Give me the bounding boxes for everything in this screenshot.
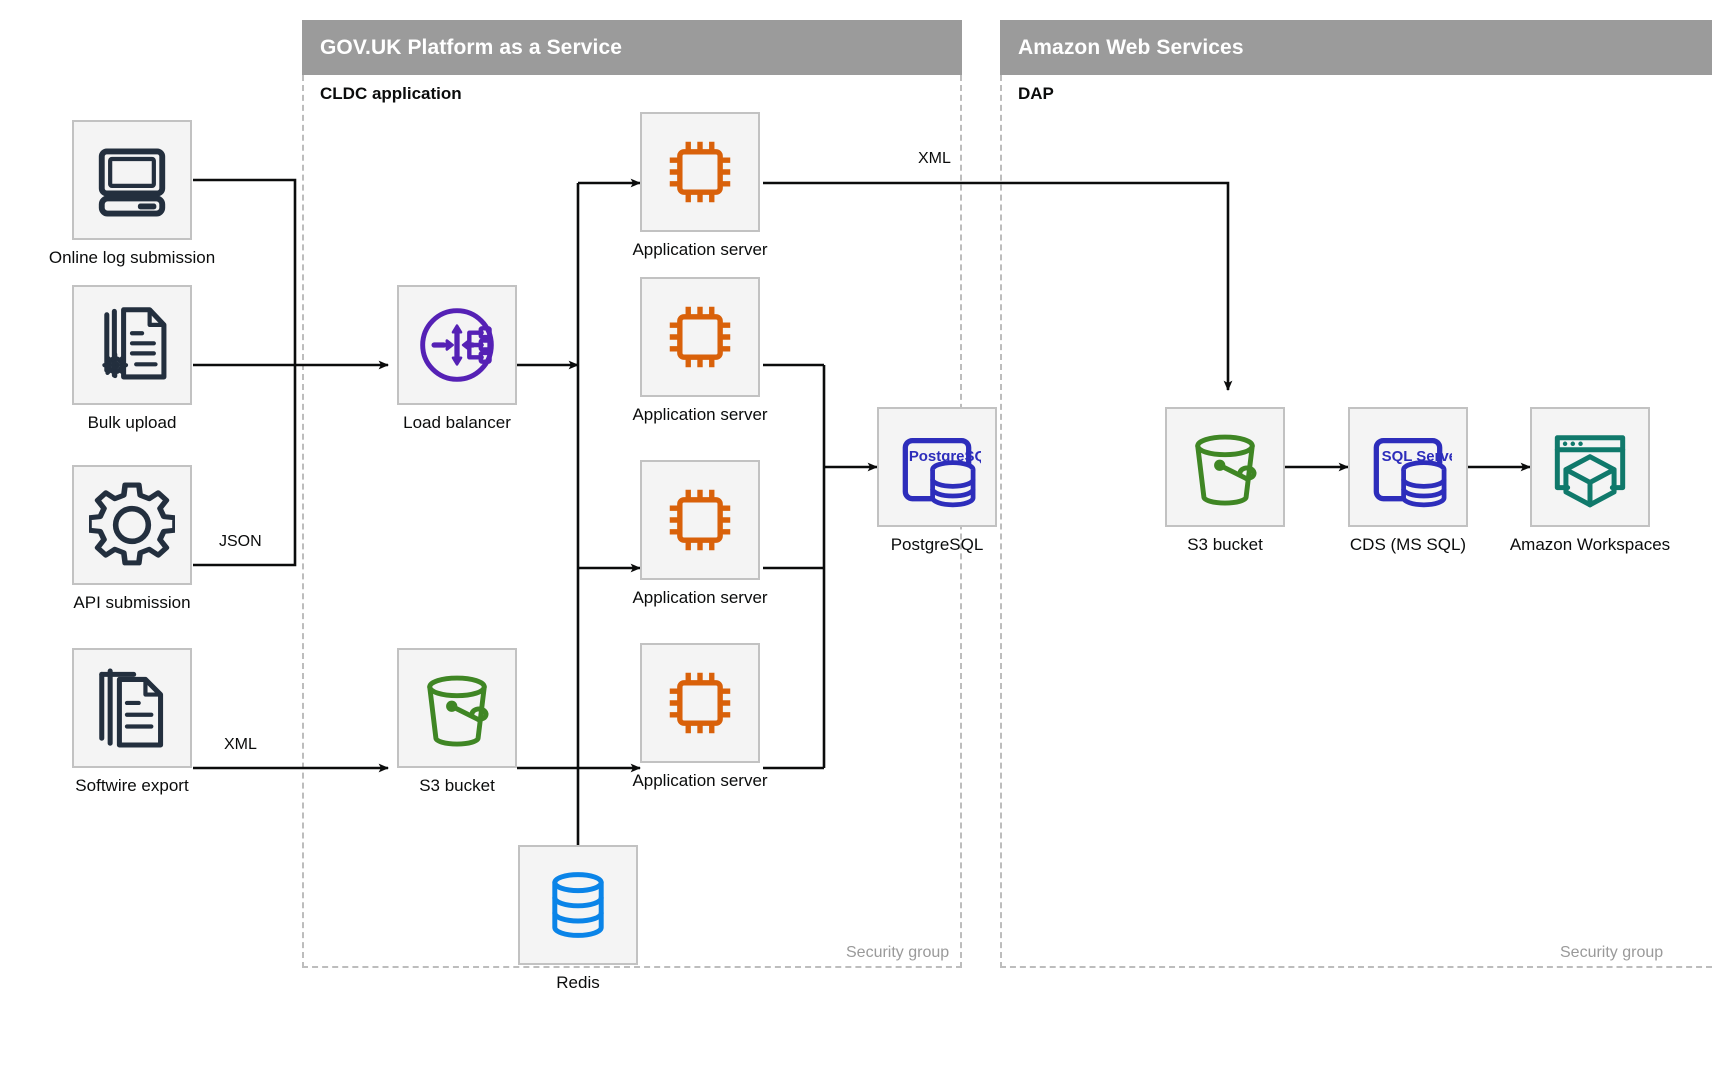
node-label-load-balancer: Load balancer (403, 413, 511, 432)
cpu-chip-icon (640, 460, 760, 580)
node-s3-bucket-aws[interactable]: S3 bucket (1165, 407, 1285, 554)
node-bulk-upload[interactable]: Bulk upload (72, 285, 192, 432)
amazon-workspaces-icon (1530, 407, 1650, 527)
node-app-server-4[interactable]: Application server (632, 643, 768, 790)
group-title-aws: Amazon Web Services (1018, 35, 1244, 59)
node-app-server-2[interactable]: Application server (632, 277, 768, 424)
redis-database-icon (518, 845, 638, 965)
node-label-api-submission: API submission (73, 593, 191, 612)
node-online-log-submission[interactable]: Online log submission (49, 120, 215, 267)
documents-stack-icon (72, 648, 192, 768)
node-label-postgresql: PostgreSQL (890, 535, 984, 554)
security-group-paas (302, 75, 962, 968)
node-api-submission[interactable]: API submission (72, 465, 192, 612)
node-redis[interactable]: Redis (518, 845, 638, 992)
node-label-app-server-4: Application server (632, 771, 768, 790)
postgresql-badge-text: PostgreSQL (909, 448, 981, 465)
node-label-app-server-2: Application server (632, 405, 768, 424)
node-postgresql[interactable]: PostgreSQL PostgreSQL (877, 407, 997, 554)
security-group-label-paas: Security group (846, 944, 950, 961)
node-label-amazon-workspaces: Amazon Workspaces (1509, 535, 1671, 554)
node-label-s3-bucket-paas: S3 bucket (419, 776, 495, 795)
edge-label-xml-app-to-s3: XML (918, 150, 951, 167)
sql-server-badge-text: SQL Server (1382, 448, 1452, 465)
cpu-chip-icon (640, 643, 760, 763)
postgresql-database-icon: PostgreSQL (877, 407, 997, 527)
group-header-aws: Amazon Web Services (1000, 20, 1712, 75)
node-app-server-3[interactable]: Application server (632, 460, 768, 607)
s3-bucket-icon (1165, 407, 1285, 527)
gear-icon (72, 465, 192, 585)
node-cds-ms-sql[interactable]: SQL Server CDS (MS SQL) (1348, 407, 1468, 554)
node-load-balancer[interactable]: Load balancer (397, 285, 517, 432)
node-label-online-log-submission: Online log submission (48, 248, 216, 267)
node-label-cds-ms-sql: CDS (MS SQL) (1349, 535, 1467, 554)
node-label-redis: Redis (556, 973, 600, 992)
group-title-paas: GOV.UK Platform as a Service (320, 35, 622, 59)
sql-server-database-icon: SQL Server (1348, 407, 1468, 527)
desktop-computer-icon (72, 120, 192, 240)
node-amazon-workspaces[interactable]: Amazon Workspaces (1510, 407, 1670, 554)
cpu-chip-icon (640, 112, 760, 232)
sub-label-dap: DAP (1018, 84, 1054, 103)
edge-label-json: JSON (219, 533, 262, 550)
sub-label-cldc-application: CLDC application (320, 84, 462, 103)
document-gear-icon (72, 285, 192, 405)
edge-label-xml-softwire: XML (224, 736, 257, 753)
node-label-s3-bucket-aws: S3 bucket (1187, 535, 1263, 554)
cpu-chip-icon (640, 277, 760, 397)
s3-bucket-icon (397, 648, 517, 768)
node-label-softwire-export: Softwire export (75, 776, 189, 795)
node-s3-bucket-paas[interactable]: S3 bucket (397, 648, 517, 795)
node-app-server-1[interactable]: Application server (632, 112, 768, 259)
load-balancer-icon (397, 285, 517, 405)
node-label-bulk-upload: Bulk upload (87, 413, 177, 432)
security-group-aws (1000, 75, 1712, 968)
node-softwire-export[interactable]: Softwire export (72, 648, 192, 795)
node-label-app-server-1: Application server (632, 240, 768, 259)
node-label-app-server-3: Application server (632, 588, 768, 607)
security-group-label-aws: Security group (1560, 944, 1664, 961)
group-header-paas: GOV.UK Platform as a Service (302, 20, 962, 75)
